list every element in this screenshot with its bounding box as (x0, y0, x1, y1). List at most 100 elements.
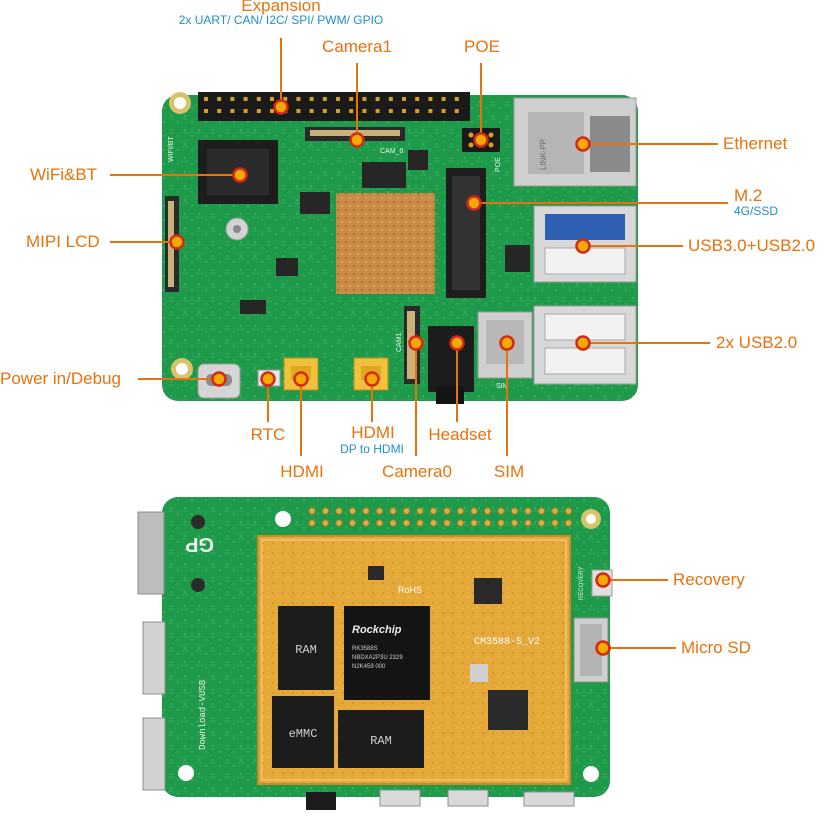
edge-connector (142, 621, 166, 695)
header-pin (321, 519, 330, 527)
gpio-pin (415, 97, 420, 101)
gpio-pin (428, 97, 433, 101)
header-pin (335, 519, 343, 527)
gpio-pin (388, 109, 393, 113)
chip (474, 578, 502, 604)
marker-poe (473, 132, 489, 148)
chip (505, 245, 530, 272)
gpio-pin (230, 109, 235, 113)
edge-connector (306, 792, 336, 810)
gpio-pin (309, 97, 314, 101)
header-pin (375, 507, 384, 515)
label-expansion-sub: 2x UART/ CAN/ I2C/ SPI/ PWM/ GPIO (178, 13, 384, 27)
header-pin (443, 507, 451, 515)
edge-connector (523, 791, 575, 807)
ram-chip-2 (338, 710, 424, 768)
header-pin (564, 519, 573, 527)
header-pin (551, 507, 559, 515)
markers (169, 99, 611, 656)
header-pin (456, 507, 465, 515)
header-pin (483, 519, 492, 527)
label-mipi-lcd: MIPI LCD (26, 232, 100, 251)
label-poe: POE (464, 37, 500, 56)
headset-jack (428, 326, 474, 392)
header-pin (456, 519, 465, 527)
chip (240, 300, 266, 314)
marker-expansion (273, 99, 289, 115)
gpio-pin (454, 109, 459, 113)
label-m2-sub: 4G/SSD (734, 204, 779, 218)
gpio-pin (243, 97, 248, 101)
soc-line-2: NBDXA2P3U 2329 (352, 655, 403, 661)
chip (362, 162, 406, 188)
top-board: CAM_0 POE LINK-PP WIFI/BT (162, 92, 638, 404)
gpio-pin (217, 97, 222, 101)
leader-lines (110, 38, 728, 649)
header-pin (537, 507, 546, 515)
gpio-pin (270, 109, 274, 113)
header-pin (335, 507, 343, 515)
label-ethernet: Ethernet (723, 134, 788, 153)
edge-connector (142, 717, 166, 791)
rockchip-soc (344, 606, 430, 700)
header-pin (416, 507, 424, 515)
header-pin (510, 507, 519, 515)
gpio-pin (309, 109, 314, 113)
headset-jack-barrel (436, 386, 464, 404)
header-pin (375, 519, 384, 527)
marker-camera0 (408, 335, 424, 351)
silk-cam0: CAM_0 (380, 148, 403, 155)
header-pin (348, 519, 357, 527)
gpio-pin (296, 109, 301, 113)
marker-micro-sd (595, 640, 611, 656)
chip (276, 258, 298, 276)
label-rtc: RTC (250, 425, 286, 444)
gpio-pin (243, 109, 248, 113)
marker-ethernet (575, 136, 591, 152)
header-pin (497, 507, 505, 515)
gpio-pin (256, 97, 261, 101)
chip (408, 150, 428, 170)
marker-usb3 (575, 238, 591, 254)
marker-recovery (595, 572, 611, 588)
chip (470, 664, 488, 682)
usb2-tongue (544, 347, 626, 375)
header-pin (510, 519, 519, 527)
gpio-pin (362, 109, 367, 113)
gpio-pin (322, 109, 327, 113)
ethernet-jack-body (528, 112, 584, 174)
header-pin (470, 507, 478, 515)
silk-poe: POE (495, 157, 502, 172)
header-pin (348, 507, 357, 515)
header-pin (497, 519, 505, 527)
label-hdmi-in: HDMI (351, 423, 395, 442)
soc-die (336, 193, 435, 294)
gpio-pin (217, 109, 222, 113)
edge-connector (137, 511, 165, 595)
m2-slot-inner (452, 176, 480, 290)
emmc-label: eMMC (289, 727, 318, 741)
gpio-pin (375, 97, 380, 101)
header-pin (483, 507, 492, 515)
gpio-pin (375, 109, 380, 113)
marker-sim (499, 335, 515, 351)
marker-headset (449, 335, 465, 351)
marker-mipi-lcd (169, 234, 185, 250)
marker-camera1 (349, 132, 365, 148)
label-usb2x: 2x USB2.0 (716, 333, 798, 352)
silk-gp: GP (185, 533, 214, 555)
label-hdmi-in-sub: DP to HDMI (340, 442, 404, 456)
marker-power (211, 371, 227, 387)
gpio-header (198, 92, 470, 121)
label-headset: Headset (428, 425, 492, 444)
header-pin (402, 519, 411, 527)
header-pin (443, 519, 451, 527)
header-pin (564, 507, 573, 515)
usb3-tongue (545, 214, 625, 240)
gpio-pin (204, 109, 208, 113)
gpio-pin (296, 97, 301, 101)
header-pin (551, 519, 559, 527)
gpio-pin (322, 97, 327, 101)
